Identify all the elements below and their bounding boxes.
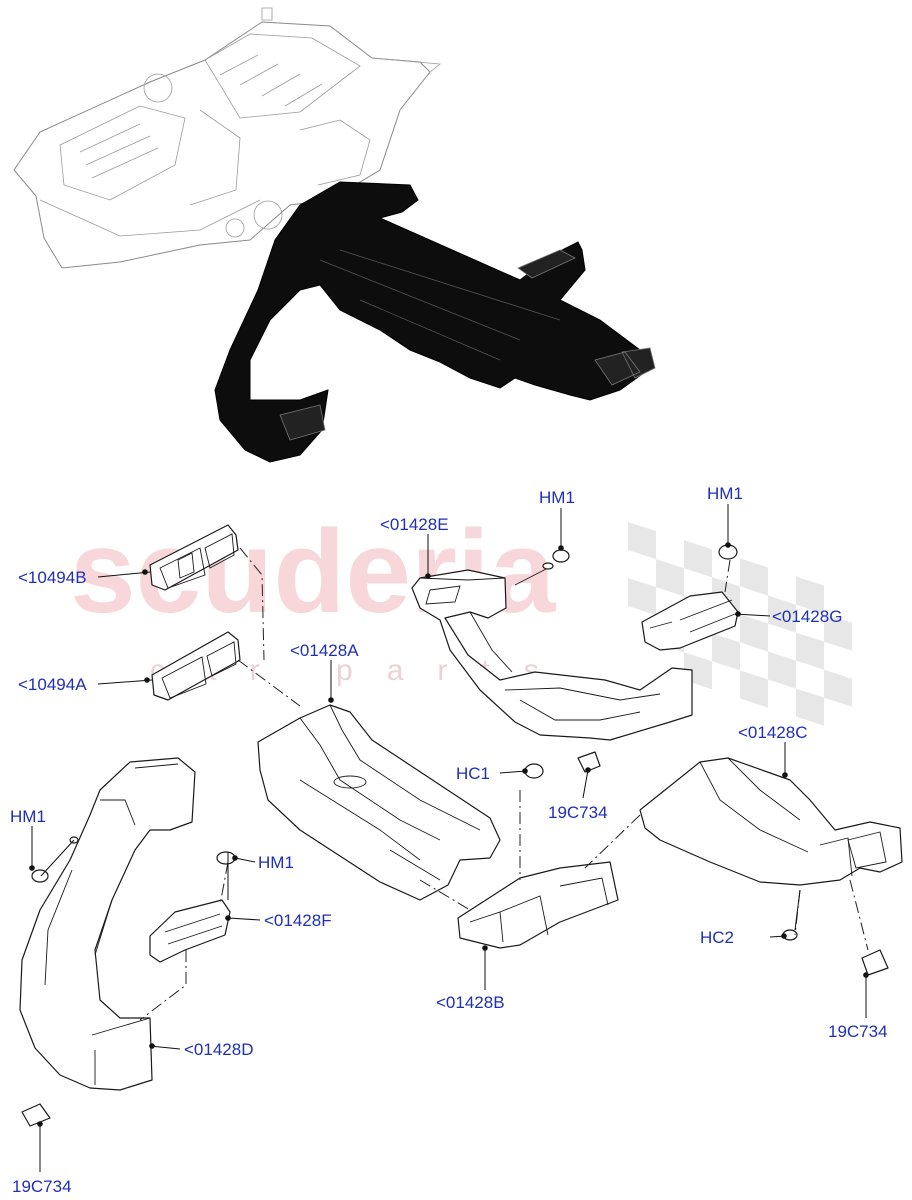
duct-01428G — [641, 591, 739, 651]
callout-19c734-bottom: 19C734 — [12, 1177, 72, 1196]
callout-01428F: <01428F — [264, 911, 332, 930]
leader-lines — [29, 504, 869, 1172]
callout-10494B: <10494B — [18, 568, 87, 587]
duct-01428C — [639, 757, 903, 886]
grille-10494A — [151, 631, 241, 701]
19c734-clip-icon — [577, 751, 601, 773]
assembly-lines — [139, 547, 869, 1021]
callout-10494A: <10494A — [18, 675, 87, 694]
callout-hm1-top-right: HM1 — [707, 484, 743, 503]
callout-01428D: <01428D — [184, 1040, 253, 1059]
callout-hc2: HC2 — [700, 928, 734, 947]
callout-01428A: <01428A — [290, 641, 359, 660]
callout-hm1-left: HM1 — [10, 807, 46, 826]
duct-01428B — [457, 861, 619, 949]
callout-19c734-right: 19C734 — [828, 1022, 888, 1041]
callout-hm1-mid: HM1 — [258, 853, 294, 872]
callout-hm1-top-center: HM1 — [539, 488, 575, 507]
duct-01428E — [411, 567, 693, 741]
callout-labels: <10494B <10494A <01428E HM1 HM1 <01428G … — [10, 484, 888, 1196]
callout-01428G: <01428G — [772, 607, 842, 626]
19c734-clip-icon — [21, 1103, 51, 1127]
watermark-flag-icon — [628, 522, 852, 726]
callout-19c734-center: 19C734 — [548, 803, 608, 822]
callout-01428E: <01428E — [380, 515, 449, 534]
hvac-assembly-overview — [13, 7, 656, 463]
grille-10494B — [149, 524, 239, 591]
fasteners — [21, 544, 889, 1127]
callout-hc1: HC1 — [456, 764, 490, 783]
duct-01428A — [257, 704, 501, 901]
floor-duct-assembly — [214, 181, 656, 463]
19c734-clip-icon — [861, 949, 889, 976]
callout-01428C: <01428C — [738, 723, 807, 742]
duct-01428D — [19, 757, 196, 1091]
callout-01428B: <01428B — [436, 993, 505, 1012]
duct-01428F — [149, 899, 231, 963]
hm1-clip-icon — [542, 549, 570, 570]
